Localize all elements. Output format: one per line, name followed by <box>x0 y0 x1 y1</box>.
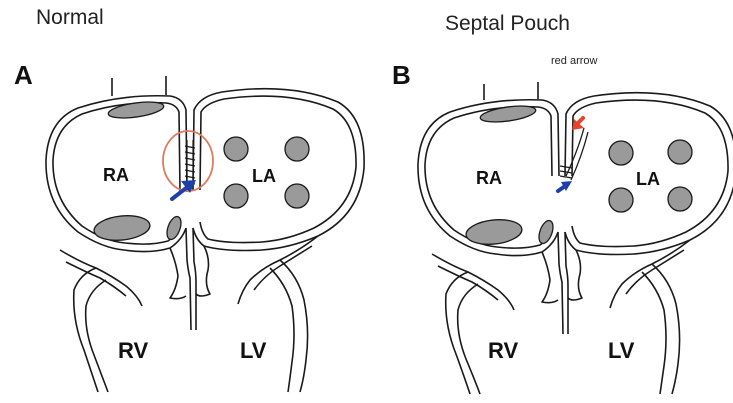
svc-orifice <box>107 99 164 121</box>
label-rv-a: RV <box>118 338 148 363</box>
mitral-annulus-outer <box>238 236 318 304</box>
interventricular-septum-right <box>186 228 191 330</box>
interventricular-septum-right <box>558 232 563 334</box>
label-ra-a: RA <box>103 165 129 185</box>
svc-orifice <box>479 103 536 125</box>
septum-primum-flap-inner <box>571 132 588 180</box>
tricuspid-leaflet <box>170 248 186 299</box>
label-ra-b: RA <box>476 168 502 188</box>
septum-primum-flap <box>566 128 584 176</box>
panel-a-heart <box>46 76 364 392</box>
ivc-orifice <box>93 213 151 243</box>
left-atrium-wall-inner <box>200 96 356 242</box>
septal-stitch-marks <box>560 166 572 178</box>
mitral-leaflet <box>196 246 210 296</box>
red-arrow-icon <box>572 118 584 130</box>
pulmonary-vein <box>224 137 248 161</box>
tricuspid-leaflet <box>542 252 558 303</box>
label-la-b: LA <box>636 169 660 189</box>
interventricular-septum-left <box>193 228 196 330</box>
interventricular-septum-left <box>565 232 568 334</box>
pulmonary-vein <box>668 140 692 164</box>
pulmonary-vein <box>609 141 633 165</box>
pulmonary-vein <box>285 184 309 208</box>
pulmonary-vein <box>668 187 692 211</box>
right-ventricle-wall-inner <box>458 284 480 394</box>
blue-arrow-icon <box>558 181 572 191</box>
pulmonary-vein <box>224 184 248 208</box>
label-la-a: LA <box>252 166 276 186</box>
pulmonary-vein <box>285 137 309 161</box>
right-ventricle-wall-inner <box>86 280 108 392</box>
left-ventricle-wall-inner <box>642 272 666 394</box>
mitral-leaflet <box>568 250 582 300</box>
panel-b-septal-pouch <box>560 128 588 180</box>
right-ventricle-wall-outer <box>74 268 98 392</box>
label-lv-b: LV <box>608 338 635 363</box>
right-ventricle-wall-outer <box>446 272 470 394</box>
mitral-annulus-outer <box>610 240 690 308</box>
label-rv-b: RV <box>488 338 518 363</box>
left-ventricle-wall-inner <box>270 268 294 392</box>
ivc-orifice <box>465 217 523 247</box>
pulmonary-vein <box>609 188 633 212</box>
label-lv-a: LV <box>240 338 267 363</box>
